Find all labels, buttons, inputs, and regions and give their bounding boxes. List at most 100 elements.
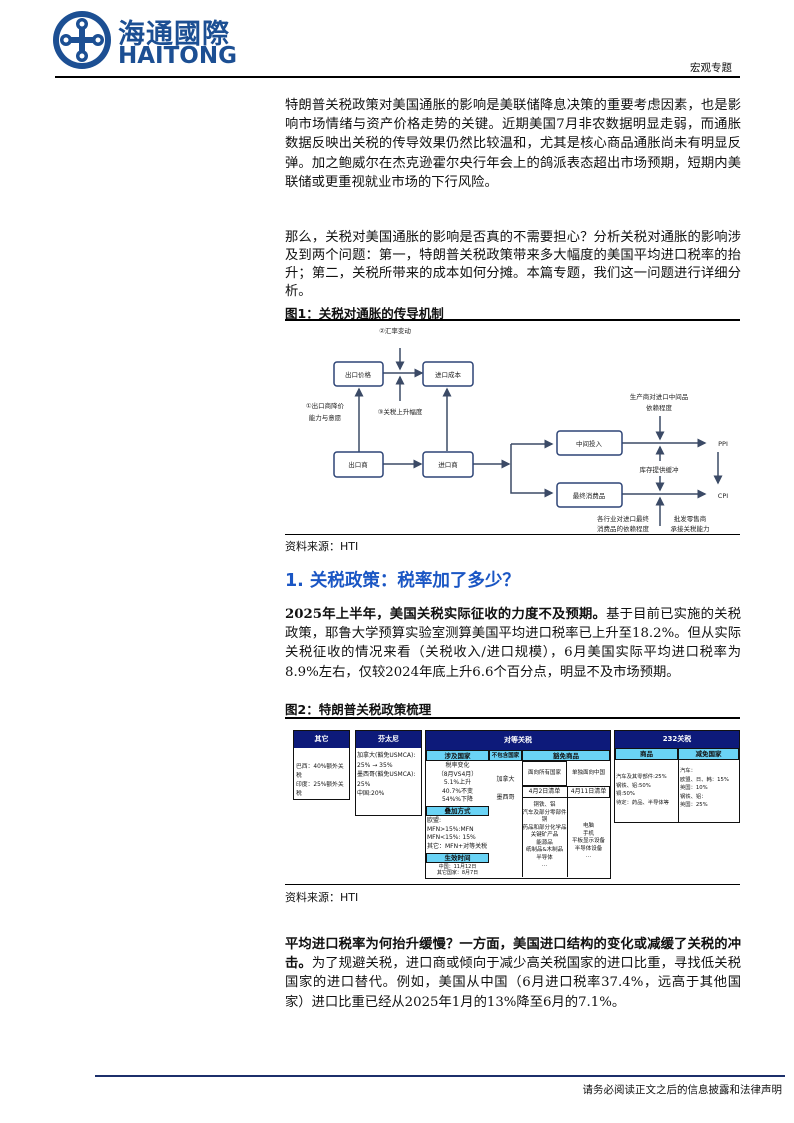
node-exporter-label: 出口商 (348, 460, 368, 469)
exempt-good: 纸制品&木制品 (525, 847, 564, 853)
india-line: 印度：25%额外关税 (296, 782, 344, 797)
producer-dependence-label: 生产商对进口中间品 (630, 392, 689, 401)
exempt-good: ... (541, 862, 548, 868)
retailer-label: 批发零售商 (674, 514, 707, 523)
s232-good: 待定：药品、半导体等 (616, 799, 669, 806)
node-import-cost-label: 进口成本 (435, 370, 462, 379)
figure-1-bottom-rule (285, 534, 740, 535)
china-only-header: 单独面向中国 (571, 770, 605, 776)
logo: 海通國際 HAITONG (52, 10, 242, 70)
stack-line: MFN>15%:MFN (427, 825, 474, 833)
paragraph-3-lead: 2025年上半年，美国关税实际征收的力度不及预期。 (285, 607, 607, 622)
china-exempt-good: 电脑 (582, 823, 594, 829)
cpi-label: CPI (718, 492, 728, 500)
logo-cn: 海通國際 (118, 19, 230, 50)
exempt-good: 药品和部分化学品 (522, 824, 567, 831)
node-exporter (333, 451, 384, 478)
node-import-cost (422, 361, 474, 387)
s232-good: 钢铁、铝:50% (616, 782, 651, 789)
excluded-country: 墨西哥 (496, 794, 515, 801)
section-heading: 1. 关税政策：税率加了多少？ (285, 571, 520, 591)
china-exempt-good: 手机 (582, 830, 594, 837)
paragraph-1: 特朗普关税政策对美国通胀的影响是美联储降息决策的重要考虑因素，也是影响市场情绪与… (285, 98, 741, 190)
s232-goods-header: 商品 (615, 748, 678, 760)
s232-relief: 欧盟、日、韩：15% (680, 776, 729, 783)
stacking-header: 叠加方式 (426, 806, 489, 816)
paragraph-3: 2025年上半年，美国关税实际征收的力度不及预期。基于目前已实施的关税政策，耶鲁… (285, 605, 741, 682)
rate-line: 40.7%不变 (441, 787, 474, 795)
node-intermediate (556, 430, 623, 456)
exempt-good: 半导体 (536, 854, 553, 861)
s232-relief: 英国：25% (680, 802, 708, 809)
fentanyl-line: 中国:20% (357, 790, 385, 797)
fentanyl-line: 25% (357, 780, 371, 788)
stack-line: 欧盟: (427, 817, 442, 824)
fentanyl-line: 墨西哥(豁免USMCA): (357, 771, 416, 778)
exempt-good: 铜 (541, 817, 548, 823)
rate-line: 税率变化 (445, 762, 470, 769)
paragraph-4: 平均进口税率为何抬升缓慢？一方面，美国进口结构的变化或减缓了关税的冲击。为了规避… (285, 935, 741, 1012)
s232-good: 汽车及其零部件:25% (616, 774, 667, 780)
effective-line: 中国：11月12日 (438, 864, 477, 870)
reciprocal-header: 对等关税 (426, 731, 610, 750)
node-final (556, 482, 623, 508)
exempt-good: 铜铁、铝 (533, 802, 556, 808)
paragraph-3-body: 基于目前已实施的关税政策，耶鲁大学预算实验室测算美国平均进口税率已上升至18.2… (285, 607, 741, 680)
fentanyl-line: 25% → 35% (357, 761, 393, 769)
rate-line: 54%%下降 (441, 796, 474, 804)
figure-1-source: 资料来源：HTI (285, 540, 359, 553)
paragraph-4-lead: 平均进口税率为何抬升缓慢？一方面，美国进口结构的变化或减缓了关税的冲击。 (285, 937, 741, 972)
china-exempt-good: 平板显示设备 (571, 838, 605, 844)
node-export-price (333, 361, 384, 387)
figure-2-top-rule (285, 717, 740, 719)
other-header: 其它 (294, 731, 349, 748)
excluded-header: 不包含国家 (489, 750, 522, 761)
figure-2-bottom-rule (285, 884, 740, 885)
brazil-line: 巴西：40%额外关税 (296, 764, 344, 779)
rate-line: （8月VS4月） (437, 770, 478, 778)
list-april-11: 4月11日清单 (570, 788, 607, 795)
china-exempt-good: 半导体设备 (574, 845, 603, 852)
fentanyl-tariffs-box: 芬太尼 加拿大(豁免USMCA): 25% → 35% 墨西哥(豁免USMCA)… (355, 730, 422, 816)
exempt-good: 汽车及部分零部件 (522, 809, 567, 816)
fentanyl-header: 芬太尼 (356, 731, 421, 748)
fx-label: ②汇率变动 (379, 326, 411, 335)
effective-line: 其它国家：8月7日 (436, 870, 479, 876)
china-exempt-good: ... (585, 853, 592, 859)
s232-good: 铜:50% (616, 791, 635, 798)
excluded-country: 加拿大 (496, 776, 515, 783)
inventory-buffer-label: 库存提供缓冲 (640, 465, 680, 474)
header-rule (55, 76, 740, 78)
fentanyl-line: 加拿大(豁免USMCA): (357, 752, 416, 759)
footer-disclaimer: 请务必阅读正文之后的信息披露和法律声明 (582, 1084, 783, 1096)
stack-line: MFN<15%: 15% (427, 834, 476, 842)
section-232-box: 232关税 商品 减免国家 汽车及其零部件:25% 钢铁、铝:50% 铜:50%待定… (614, 730, 740, 823)
node-export-price-label: 出口价格 (345, 370, 372, 379)
exempt-good: 能源品 (536, 839, 553, 846)
s232-relief: 钢铁、铝： (680, 793, 707, 800)
haitong-logo-icon (53, 11, 111, 69)
section-label: 宏观专题 (690, 62, 732, 74)
figure-2-title: 图2：特朗普关税政策梳理 (285, 702, 432, 717)
paragraph-2: 那么，关税对美国通胀的影响是否真的不需要担心？分析关税对通胀的影响涉及到两个问题… (285, 230, 741, 299)
logo-en: HAITONG (118, 43, 237, 69)
s232-header: 232关税 (615, 731, 739, 748)
exempt-good: 关键矿产品 (530, 832, 559, 838)
effective-date-header: 生效时间 (426, 853, 489, 863)
figure-1-top-rule (285, 319, 740, 321)
tariff-rise-label: ③关税上升幅度 (378, 407, 423, 416)
ppi-label: PPI (718, 440, 728, 448)
exempt-goods-header: 豁免商品 (522, 750, 610, 761)
figure-1-title: 图1：关税对通胀的传导机制 (285, 306, 444, 321)
price-cut-label: ①出口商降价 (306, 401, 345, 410)
producer-dependence-label-2: 依赖程度 (646, 403, 673, 412)
industry-dependence-label: 各行业对进口最终 (597, 514, 650, 523)
s232-relief: 汽车： (680, 768, 696, 774)
s232-relief: 英国：10% (680, 785, 708, 792)
price-cut-label-2: 能力与意愿 (309, 413, 342, 422)
node-final-label: 最终消费品 (573, 491, 606, 500)
s232-relief-header: 减免国家 (678, 748, 739, 760)
figure-2-source: 资料来源：HTI (285, 891, 359, 904)
stack-line: 其它：MFN+对等关税 (427, 842, 488, 850)
